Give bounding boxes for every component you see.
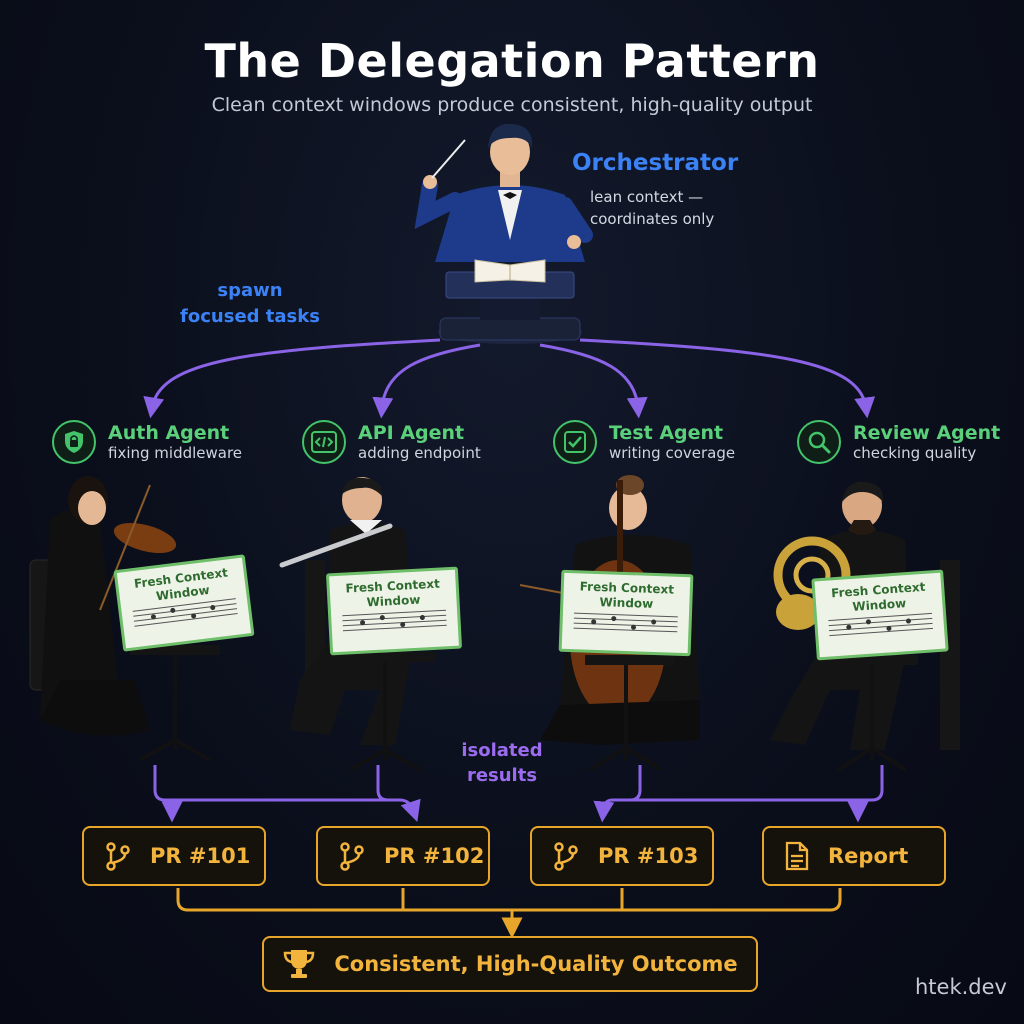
- agent-task: fixing middleware: [108, 444, 243, 462]
- agent-task: checking quality: [853, 444, 977, 462]
- brand-watermark: htek.dev: [915, 975, 1007, 999]
- agent-name: Test Agent: [609, 422, 724, 444]
- orchestrator-desc-line1: lean context —: [590, 188, 704, 206]
- music-staff-icon: [342, 609, 447, 632]
- agent-auth: Auth Agent fixing middleware: [52, 420, 242, 464]
- isolated-results-label: isolated results: [432, 738, 572, 788]
- musician-violin: [29, 476, 220, 762]
- sheet-label: Fresh Context Window: [579, 579, 675, 611]
- agent-api: API Agent adding endpoint: [302, 420, 481, 464]
- orchestrator-desc-line2: coordinates only: [590, 210, 715, 228]
- orchestrator-conductor-figure: [414, 123, 593, 344]
- outcome-label: Consistent, High-Quality Outcome: [334, 952, 738, 976]
- isolated-label-line1: isolated: [461, 740, 543, 761]
- output-pr-101[interactable]: PR #101: [82, 826, 266, 886]
- orchestrator-description: lean context — coordinates only: [590, 186, 714, 230]
- outcome-box: Consistent, High-Quality Outcome: [262, 936, 758, 992]
- output-label: PR #101: [150, 844, 251, 868]
- git-branch-icon: [554, 842, 578, 871]
- agent-task: writing coverage: [609, 444, 736, 462]
- context-sheet: Fresh Context Window: [113, 554, 255, 652]
- agent-review: Review Agent checking quality: [797, 420, 1000, 464]
- isolated-label-line2: results: [466, 765, 538, 786]
- page-title: The Delegation Pattern: [204, 34, 820, 88]
- music-staff-icon: [573, 612, 678, 633]
- git-branch-icon: [106, 842, 130, 871]
- lock-icon: [52, 420, 96, 464]
- output-report[interactable]: Report: [762, 826, 946, 886]
- context-sheet: Fresh Context Window: [558, 569, 694, 657]
- output-label: PR #103: [598, 844, 699, 868]
- code-icon: [302, 420, 346, 464]
- search-icon: [797, 420, 841, 464]
- agent-test: Test Agent writing coverage: [553, 420, 735, 464]
- output-pr-103[interactable]: PR #103: [530, 826, 714, 886]
- music-staff-icon: [132, 598, 238, 627]
- checkbox-icon: [553, 420, 597, 464]
- output-pr-102[interactable]: PR #102: [316, 826, 490, 886]
- context-sheet: Fresh Context Window: [811, 569, 949, 661]
- git-branch-icon: [340, 842, 364, 871]
- trophy-icon: [284, 950, 315, 978]
- document-icon: [785, 841, 809, 871]
- spawn-label-line1: spawn: [217, 280, 283, 301]
- spawn-label: spawn focused tasks: [160, 278, 340, 330]
- music-staff-icon: [828, 612, 934, 637]
- agent-name: Auth Agent: [108, 422, 230, 444]
- agent-task: adding endpoint: [358, 444, 481, 462]
- spawn-label-line2: focused tasks: [180, 306, 320, 327]
- output-label: PR #102: [384, 844, 485, 868]
- page-subtitle: Clean context windows produce consistent…: [211, 94, 813, 116]
- output-label: Report: [828, 844, 909, 868]
- agent-name: API Agent: [358, 422, 465, 444]
- context-sheet: Fresh Context Window: [325, 566, 463, 656]
- orchestrator-label: Orchestrator: [572, 150, 739, 176]
- agent-name: Review Agent: [853, 422, 1001, 444]
